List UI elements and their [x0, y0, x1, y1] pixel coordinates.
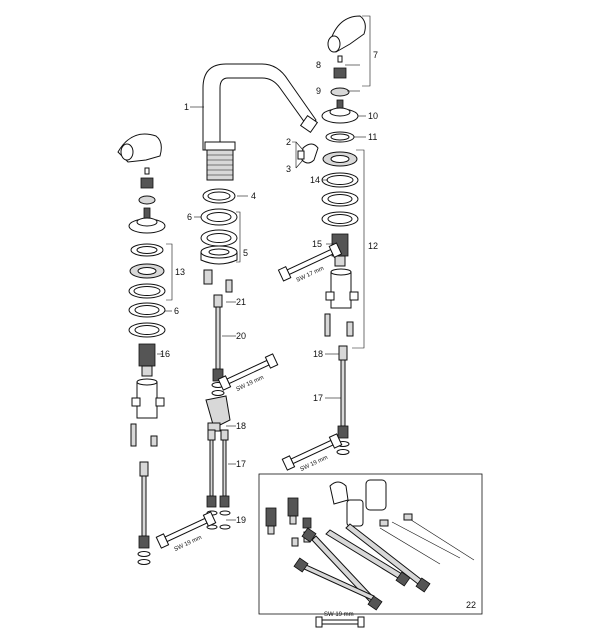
right-valve-stack [321, 55, 359, 227]
left-hose [137, 461, 151, 565]
callout-19: 19 [236, 515, 246, 525]
callout-11: 11 [368, 132, 377, 142]
left-valve-stack [128, 167, 166, 338]
kit-box: SW 19 mm [258, 473, 483, 628]
center-connector [205, 395, 231, 432]
callout-13: 13 [175, 267, 185, 277]
callout-14: 14 [310, 175, 320, 185]
callout-18-center: 18 [236, 421, 246, 431]
left-handle [117, 133, 162, 163]
callout-12: 12 [368, 241, 378, 251]
center-fittings [203, 269, 233, 293]
callout-22: 22 [466, 600, 476, 610]
callout-8: 8 [316, 60, 321, 70]
right-hose [336, 345, 350, 455]
callout-6-center: 6 [187, 212, 192, 222]
callout-5: 5 [243, 248, 248, 258]
callout-21: 21 [236, 297, 246, 307]
center-washer-stack [200, 188, 238, 265]
callout-3: 3 [286, 164, 291, 174]
callout-10: 10 [368, 111, 378, 121]
wrench-sw19-center [217, 353, 279, 391]
twin-hoses [206, 429, 231, 530]
left-valve-body [130, 378, 165, 447]
wrench-label-sw19-left: SW 19 mm [173, 535, 202, 553]
callout-16: 16 [160, 349, 170, 359]
center-lever [297, 143, 319, 164]
callout-17-right: 17 [313, 393, 323, 403]
left-cartridge [138, 343, 156, 377]
leader-lines [157, 15, 371, 521]
callout-2: 2 [286, 137, 291, 147]
callout-9: 9 [316, 86, 321, 96]
wrench-label-sw19-kit: SW 19 mm [324, 612, 354, 618]
wrench-sw19-left [155, 511, 217, 549]
wrench-sw17-right [277, 242, 343, 282]
callout-17-center: 17 [236, 459, 246, 469]
right-handle [327, 15, 366, 53]
right-valve-body [324, 268, 359, 337]
callout-18-right: 18 [313, 349, 323, 359]
wrench-sw19-right [281, 433, 343, 471]
callout-4: 4 [251, 191, 256, 201]
callout-20: 20 [236, 331, 246, 341]
spout-assembly [202, 63, 319, 181]
callout-15: 15 [312, 239, 322, 249]
callout-7: 7 [373, 50, 378, 60]
callout-6-left: 6 [174, 306, 179, 316]
callout-1: 1 [184, 102, 189, 112]
